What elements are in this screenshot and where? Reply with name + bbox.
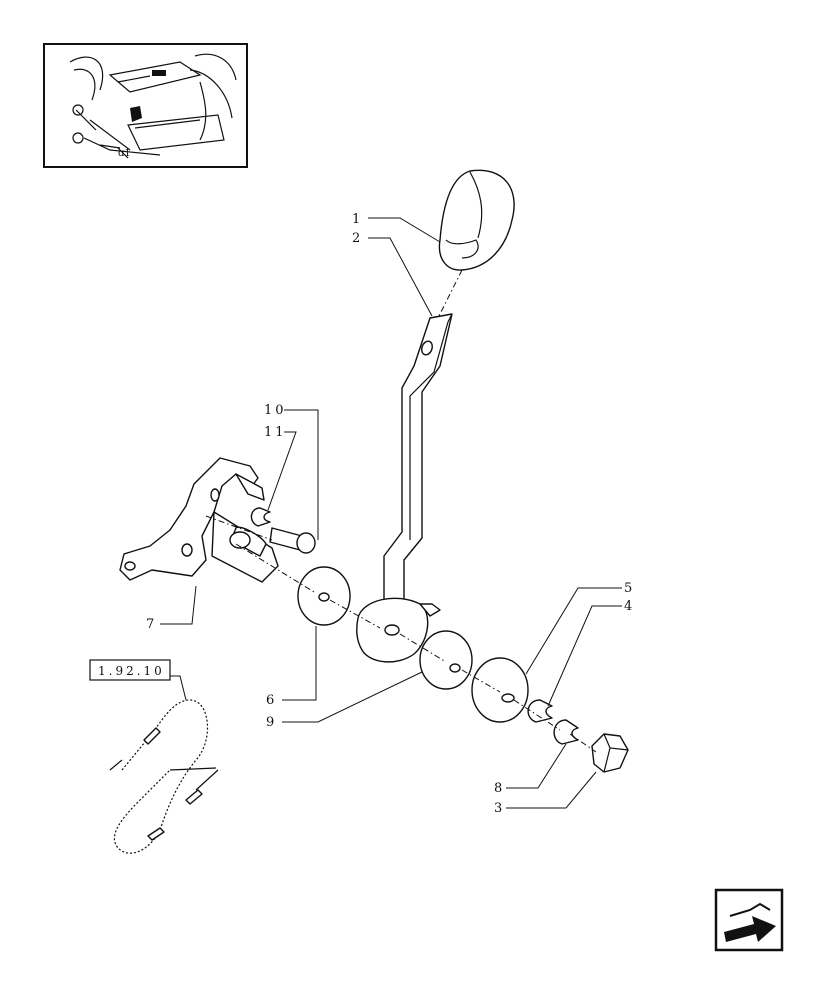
callout-label: 10: [264, 403, 287, 418]
cup-washer[interactable]: [471, 657, 529, 723]
bolt[interactable]: [269, 527, 316, 554]
callout-label: 4: [624, 599, 635, 614]
callout-label: 8: [494, 781, 505, 796]
leader-lines: [160, 217, 622, 809]
assembly-axis: [205, 515, 597, 753]
callout-label: 1: [352, 212, 363, 227]
locator-thumbnail[interactable]: ɑ1: [43, 43, 248, 168]
gear-lever-knob[interactable]: [438, 169, 515, 271]
callout-label: 9: [266, 715, 277, 730]
svg-text:ɑ1: ɑ1: [118, 148, 131, 159]
washer-middle[interactable]: [419, 630, 473, 690]
next-page-arrow-icon[interactable]: [714, 888, 784, 952]
bracket-clip[interactable]: [250, 507, 271, 527]
callout-label: 5: [624, 581, 635, 596]
lock-nut[interactable]: [591, 733, 629, 773]
throttle-cable[interactable]: [109, 699, 219, 854]
reference-label: 1.92.10: [98, 664, 165, 678]
spring-clip-lower[interactable]: [553, 719, 579, 745]
lever-bracket[interactable]: [119, 457, 279, 583]
gear-lever-arm[interactable]: [356, 313, 453, 663]
knob-axis: [437, 269, 463, 319]
callout-label: 3: [494, 801, 505, 816]
callout-label: 7: [146, 617, 157, 632]
callout-label: 6: [266, 693, 277, 708]
callout-label: 11: [264, 425, 287, 440]
callout-label: 2: [352, 231, 363, 246]
reference-link-box[interactable]: 1.92.10: [89, 659, 171, 681]
spring-clip-upper[interactable]: [527, 699, 553, 723]
callout-labels: 1 2 3 4 5 6 7 8 9 10 11: [146, 212, 635, 816]
washer-large[interactable]: [297, 566, 351, 626]
